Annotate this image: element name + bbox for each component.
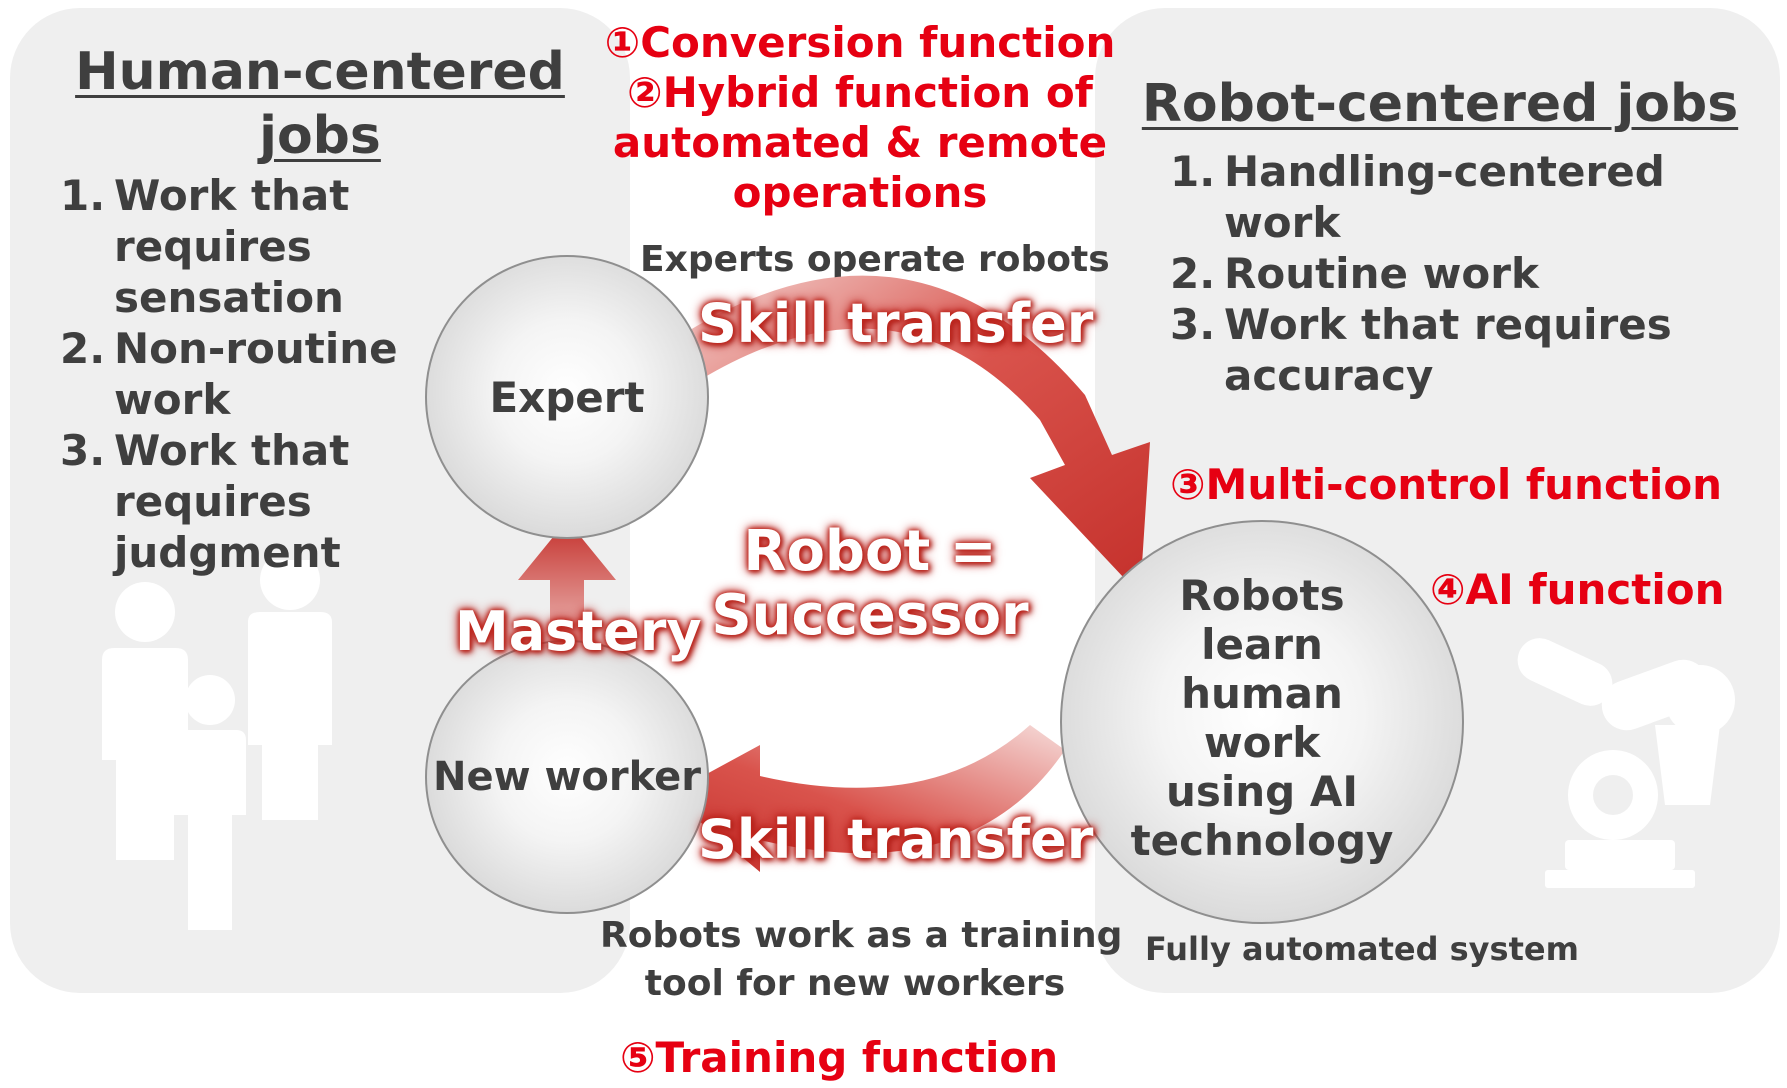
mastery-label: Mastery (455, 600, 702, 663)
list-item-number: 2. (1170, 249, 1216, 298)
center-text-line1: Robot = (743, 519, 997, 584)
list-item-text: Work that requires sensation (114, 171, 350, 322)
robot-centered-jobs-title: Robot-centered jobs (1140, 72, 1740, 136)
list-item: 3. Work that requires judgment (60, 425, 420, 578)
list-item-number: 2. (60, 324, 106, 373)
training-tool-note-line2: tool for new workers (644, 963, 1066, 1004)
robots-circle-text: Robots learn human work using AI technol… (1131, 571, 1394, 865)
skill-transfer-top-label: Skill transfer (698, 292, 1094, 355)
ai-function-label: ④AI function (1430, 565, 1725, 614)
list-item-text: Routine work (1224, 249, 1539, 298)
training-tool-note: Robots work as a training tool for new w… (600, 912, 1123, 1008)
robot-centered-jobs-list: 1. Handling-centered work 2. Routine wor… (1170, 146, 1730, 401)
function-labels-top: ①Conversion function ②Hybrid function of… (600, 18, 1120, 218)
human-centered-jobs-title-text: Human-centered jobs (75, 42, 565, 166)
list-item-text: Non-routine work (114, 324, 398, 424)
robots-circle-line: Robots (1179, 571, 1345, 620)
skill-transfer-bottom-label: Skill transfer (698, 808, 1094, 871)
new-worker-label: New worker (432, 754, 702, 800)
robots-circle-line: work (1203, 718, 1321, 767)
expert-label: Expert (489, 372, 645, 422)
experts-operate-robots-note: Experts operate robots (640, 239, 1110, 280)
people-icon (102, 560, 332, 930)
new-worker-circle: New worker (425, 640, 709, 914)
list-item: 3. Work that requires accuracy (1170, 299, 1730, 401)
robots-circle-line: technology (1130, 816, 1394, 865)
training-tool-note-line1: Robots work as a training (600, 915, 1123, 956)
fully-automated-system-caption: Fully automated system (1145, 930, 1579, 968)
list-item: 1. Work that requires sensation (60, 170, 420, 323)
skill-transfer-top-arrow (690, 275, 1150, 595)
training-function-label: ⑤Training function (620, 1033, 1059, 1082)
human-centered-jobs-title: Human-centered jobs (70, 40, 570, 168)
skill-transfer-bottom-arrow (668, 725, 1065, 872)
center-text-line2: Successor (711, 583, 1029, 648)
hybrid-function-label-line3: operations (732, 168, 988, 217)
list-item-text: Work that requires judgment (114, 426, 350, 577)
expert-circle: Expert (425, 255, 709, 539)
hybrid-function-label-line1: ②Hybrid function of (627, 68, 1093, 117)
list-item-number: 3. (1170, 300, 1216, 349)
robot-centered-jobs-title-text: Robot-centered jobs (1141, 74, 1739, 134)
mastery-arrow (518, 520, 616, 665)
list-item-number: 1. (1170, 147, 1216, 196)
list-item-number: 1. (60, 171, 106, 220)
robots-circle-line: human (1181, 669, 1343, 718)
robots-circle: Robots learn human work using AI technol… (1060, 520, 1464, 924)
robots-circle-line: learn (1201, 620, 1323, 669)
list-item: 2. Routine work (1170, 248, 1730, 299)
list-item: 1. Handling-centered work (1170, 146, 1730, 248)
hybrid-function-label-line2: automated & remote (612, 118, 1108, 167)
robot-arm-icon (1517, 638, 1735, 888)
robot-successor-center-text: Robot = Successor (700, 520, 1040, 648)
conversion-function-label: ①Conversion function (604, 18, 1116, 67)
list-item-text: Handling-centered work (1224, 147, 1665, 247)
list-item-number: 3. (60, 426, 106, 475)
multi-control-function-label: ③Multi-control function (1170, 460, 1723, 509)
robots-circle-line: using AI (1165, 767, 1358, 816)
list-item-text: Work that requires accuracy (1224, 300, 1672, 400)
human-centered-jobs-list: 1. Work that requires sensation 2. Non-r… (60, 170, 420, 578)
list-item: 2. Non-routine work (60, 323, 420, 425)
